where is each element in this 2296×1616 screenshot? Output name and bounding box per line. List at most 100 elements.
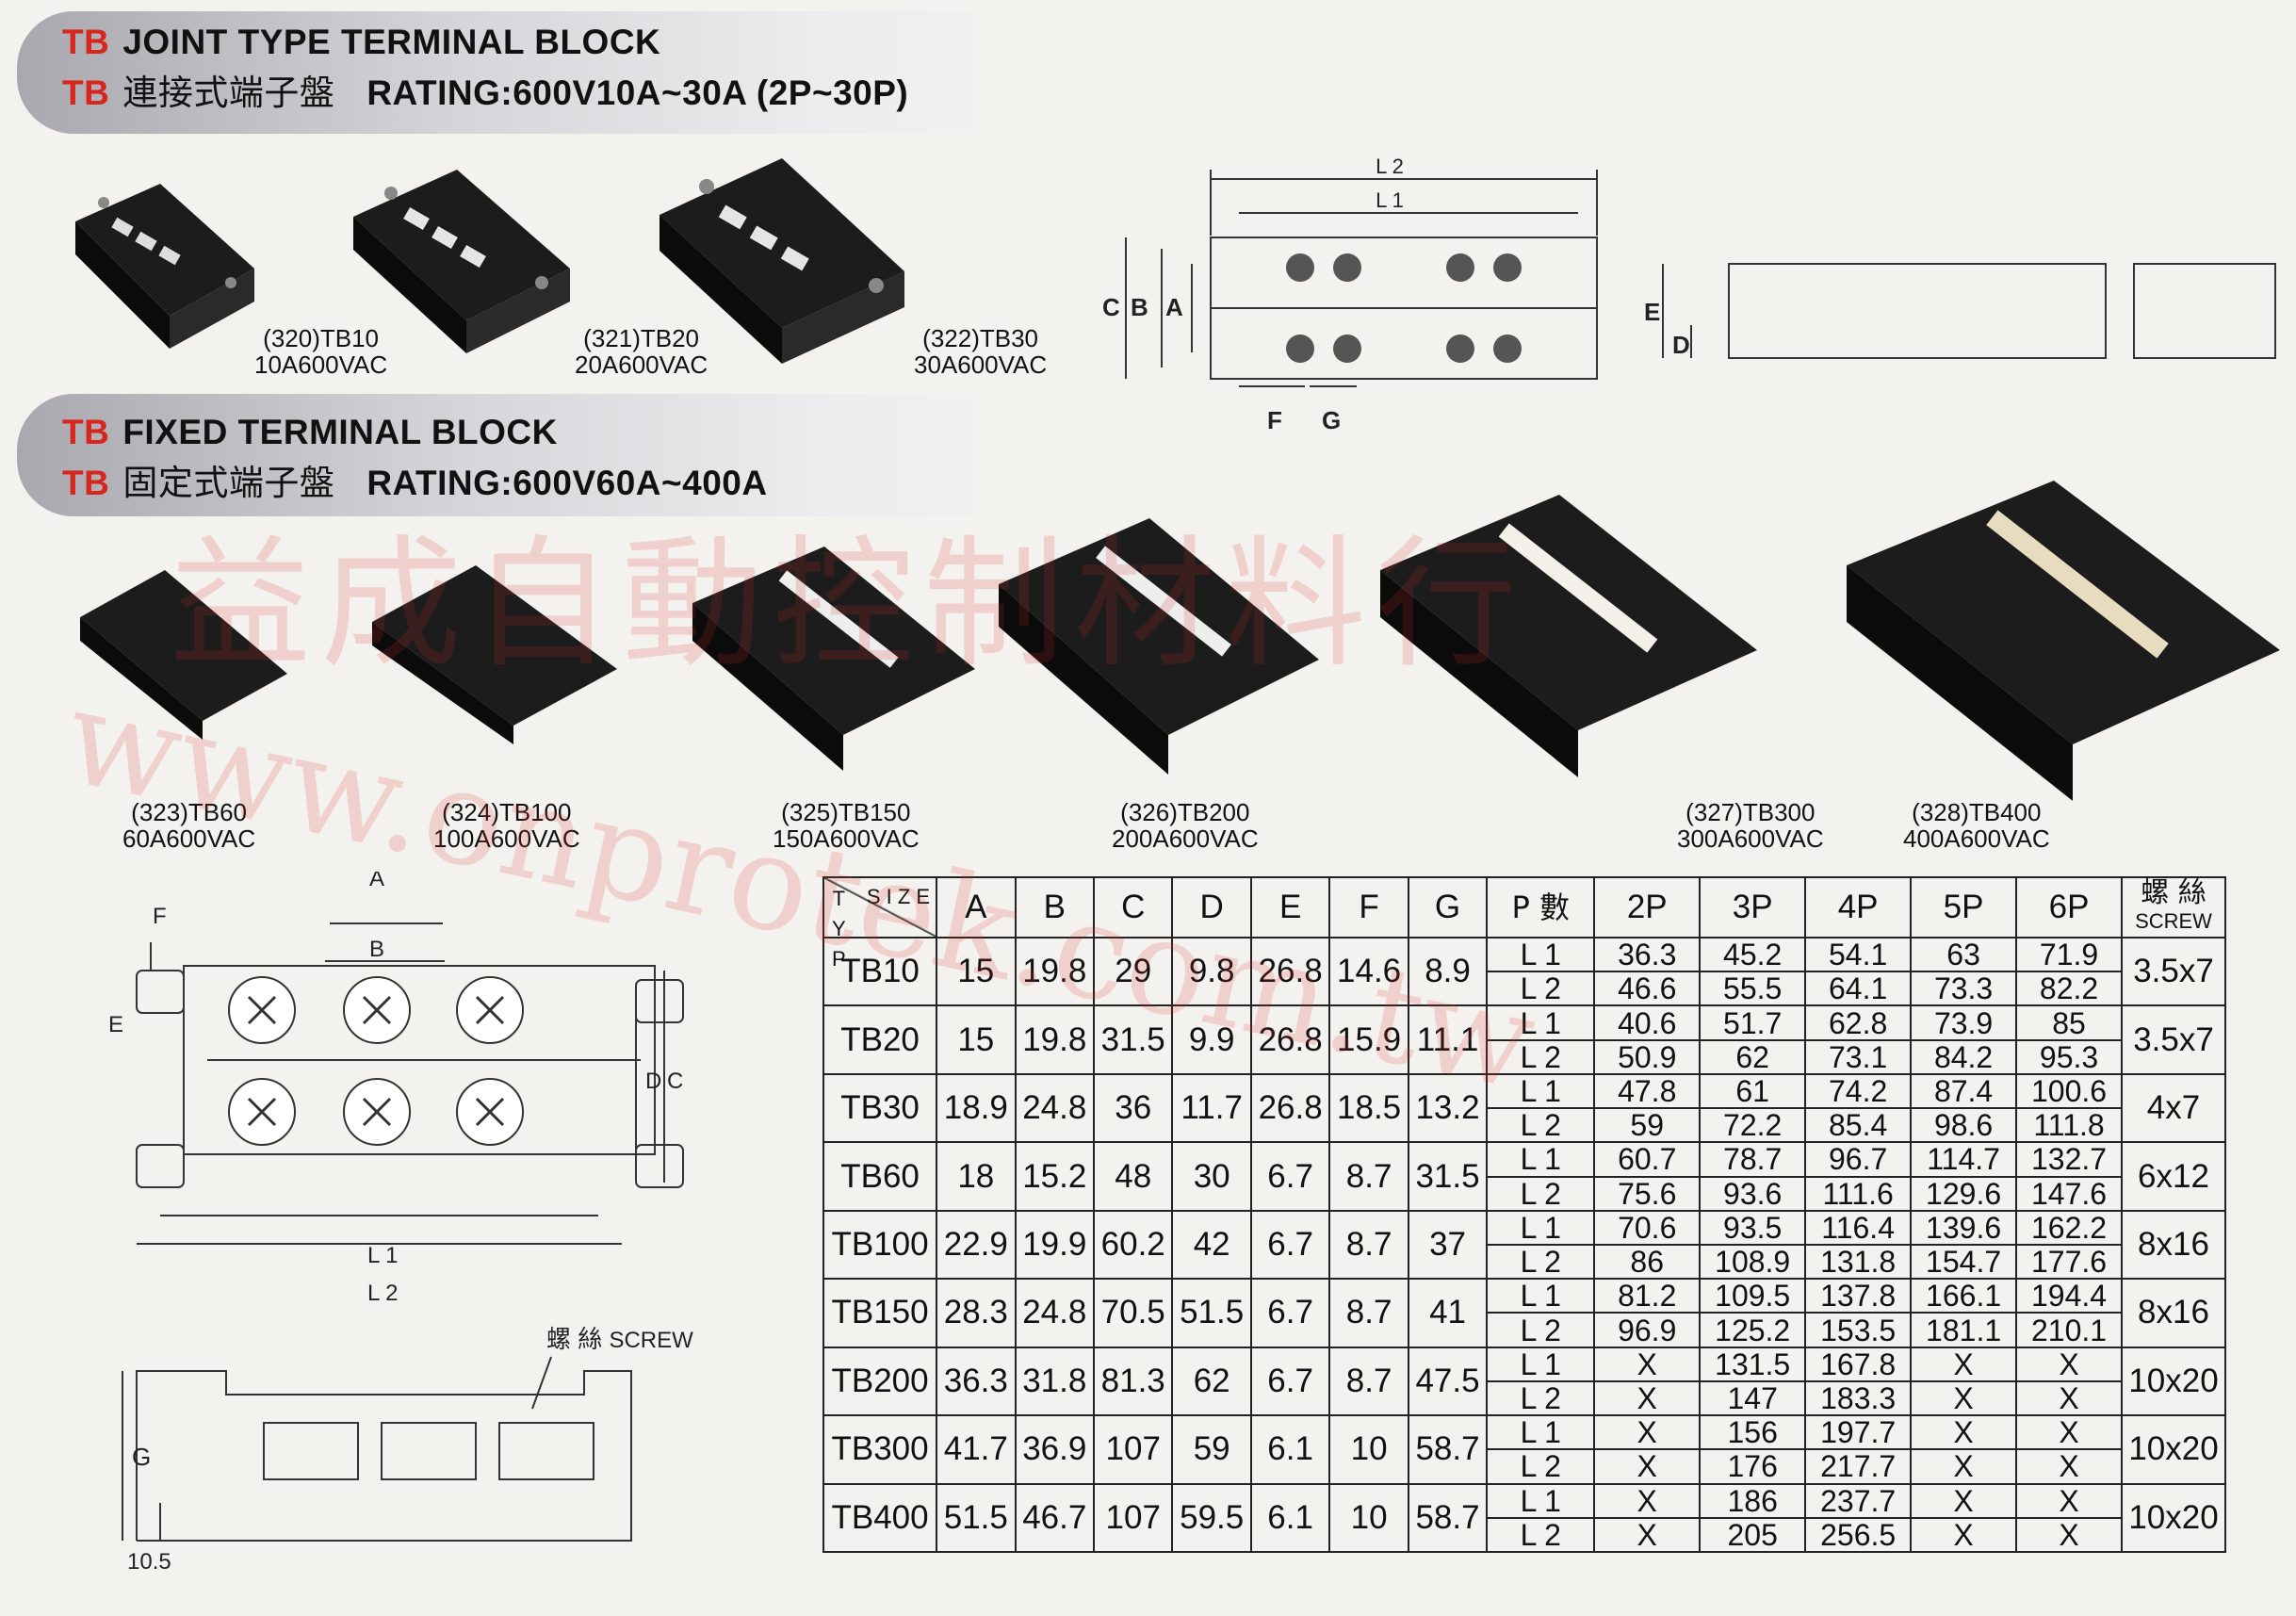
screw-cell: 3.5x7 <box>2121 936 2226 1007</box>
label-d: D <box>1672 331 1690 359</box>
product-photo-tb30 <box>659 158 904 364</box>
rating-joint: RATING:600V10A~30A (2P~30P) <box>366 73 909 112</box>
svg-text:E: E <box>108 1012 123 1037</box>
dim-cell: 19.8 <box>1014 1004 1096 1075</box>
dim-cell: 42 <box>1171 1209 1252 1281</box>
svg-text:螺 絲 SCREW: 螺 絲 SCREW <box>546 1325 693 1353</box>
dim-cell: 47.5 <box>1407 1346 1489 1417</box>
screw-cell: 10x20 <box>2121 1346 2226 1417</box>
screw-cell: 10x20 <box>2121 1482 2226 1553</box>
dim-cell: 18 <box>936 1141 1017 1212</box>
dim-cell: 37 <box>1407 1209 1489 1281</box>
tb-mark: TB <box>62 413 110 451</box>
label-l2: L 2 <box>1376 155 1404 178</box>
type-cell: TB20 <box>822 1004 938 1075</box>
joint-side-drawing: E D <box>1644 263 2276 359</box>
dim-cell: 13.2 <box>1407 1072 1489 1144</box>
dim-cell: 81.3 <box>1092 1346 1174 1417</box>
dim-cell: 6.7 <box>1249 1278 1331 1348</box>
product-photo-tb300 <box>1380 495 1757 777</box>
dim-cell: 10 <box>1328 1414 1409 1485</box>
screw-cell: 10x20 <box>2121 1414 2226 1485</box>
svg-text:L 2: L 2 <box>367 1281 398 1306</box>
dim-cell: 28.3 <box>936 1278 1017 1348</box>
dim-cell: 14.6 <box>1328 936 1409 1007</box>
tb-mark: TB <box>62 23 110 61</box>
label-e: E <box>1644 298 1660 326</box>
dim-cell: 46.7 <box>1014 1482 1096 1553</box>
dim-cell: 9.9 <box>1171 1004 1252 1075</box>
screw-cell: 8x16 <box>2121 1278 2226 1348</box>
dim-cell: 15 <box>936 1004 1017 1075</box>
dim-cell: 31.5 <box>1407 1141 1489 1212</box>
svg-text:A: A <box>369 872 384 891</box>
dim-cell: 30 <box>1171 1141 1252 1212</box>
joint-dimension-drawing: L 2 L 1 C B A F G <box>1102 155 1598 434</box>
dim-cell: 18.5 <box>1328 1072 1409 1144</box>
dim-cell: 36 <box>1092 1072 1174 1144</box>
type-cell: TB60 <box>822 1141 938 1212</box>
screw-cell: 3.5x7 <box>2121 1004 2226 1075</box>
dim-cell: 31.5 <box>1092 1004 1174 1075</box>
fixed-dimension-drawing: A B F E D C L 1 L 2 <box>108 872 684 1306</box>
dim-cell: 6.7 <box>1249 1346 1331 1417</box>
rating-fixed: RATING:600V60A~400A <box>366 464 768 502</box>
dim-cell: 107 <box>1092 1414 1174 1485</box>
label-c: C <box>1102 293 1120 321</box>
dim-cell: 59 <box>1171 1414 1252 1485</box>
dim-cell: 51.5 <box>936 1482 1017 1553</box>
dim-cell: 26.8 <box>1249 1004 1331 1075</box>
type-cell: TB10 <box>822 936 938 1007</box>
dim-cell: 48 <box>1092 1141 1174 1212</box>
dim-cell: 41.7 <box>936 1414 1017 1485</box>
product-photo-tb10 <box>75 184 254 349</box>
dim-cell: 18.9 <box>936 1072 1017 1144</box>
svg-text:G: G <box>132 1443 151 1471</box>
dim-cell: 22.9 <box>936 1209 1017 1281</box>
screw-cell: 6x12 <box>2121 1141 2226 1212</box>
label-b: B <box>1131 293 1148 321</box>
screw-header: 螺 絲 SCREW <box>2121 876 2226 939</box>
label-a: A <box>1165 293 1183 321</box>
